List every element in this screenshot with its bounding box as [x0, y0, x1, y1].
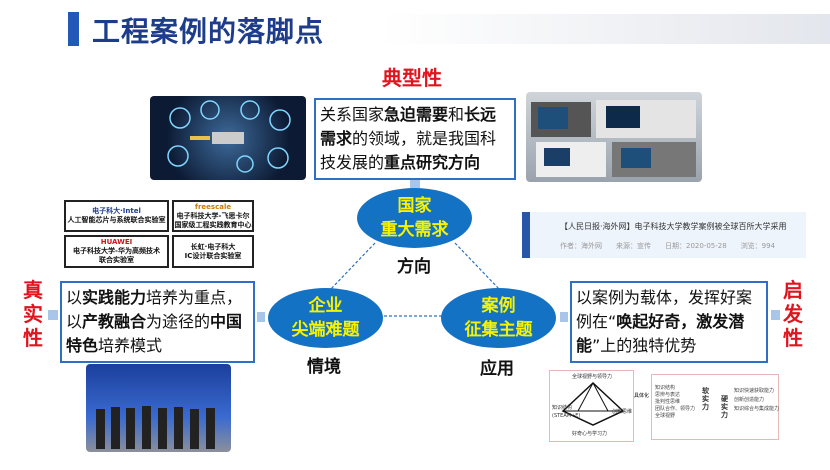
news-card[interactable]: 【人民日报·海外网】电子科技大学教学案例被全球百所大学采用 作者：海外网来源：宣…: [522, 212, 806, 258]
hard-skill-list: 知识快速获取能力创新创造能力知识综合与集成能力: [734, 388, 780, 412]
award-ceremony-photo: [86, 364, 231, 452]
soft-hard-skills-diagram: 知识结构思辨与表达批判性思维团队合作、领导力全球视野 软实力 硬实力 知识快速获…: [651, 374, 779, 440]
top-text-box: 关系国家急迫需要和长远需求的领域，就是我国科技发展的重点研究方向: [314, 98, 516, 180]
hard-power-label: 硬实力: [721, 395, 728, 419]
arrow-left-icon: [48, 310, 58, 320]
news-headline[interactable]: 【人民日报·海外网】电子科技大学教学案例被全球百所大学采用: [560, 222, 787, 231]
connector-left: [257, 312, 265, 322]
left-text-box: 以实践能力培养为重点，以产教融合为途径的中国特色培养模式: [60, 281, 255, 363]
label-realism: 真实性: [23, 278, 43, 350]
satellite-image: [150, 96, 306, 180]
title-accent-bar: [68, 12, 79, 46]
arrow-right-icon: [771, 310, 780, 320]
label-inspiration: 启发性: [783, 278, 803, 350]
competency-diagram: 全球视野与领导力 知识结构 (STEAM+E) 创新思维 好奇心与学习力: [549, 370, 634, 442]
concretize-label: 具体化: [634, 393, 650, 399]
label-context: 情境: [307, 357, 341, 377]
instruments-image: [526, 92, 702, 182]
label-application: 应用: [480, 359, 514, 379]
soft-skill-list: 知识结构思辨与表达批判性思维团队合作、领导力全球视野: [655, 385, 696, 419]
label-direction: 方向: [397, 257, 431, 277]
title-banner: [380, 14, 830, 44]
ellipse-national-needs: 国家重大需求: [357, 188, 472, 248]
right-text-box: 以案例为载体，发挥好案例在“唤起好奇，激发潜能”上的独特优势: [570, 281, 768, 363]
ellipse-case-topics: 案例征集主题: [441, 288, 556, 348]
ellipse-enterprise-problems: 企业尖端难题: [268, 288, 383, 348]
connector-right: [560, 312, 568, 322]
page-title: 工程案例的落脚点: [92, 15, 325, 48]
label-typical: 典型性: [382, 66, 442, 90]
soft-power-label: 软实力: [702, 387, 709, 411]
arrow-up-icon: [410, 180, 420, 188]
